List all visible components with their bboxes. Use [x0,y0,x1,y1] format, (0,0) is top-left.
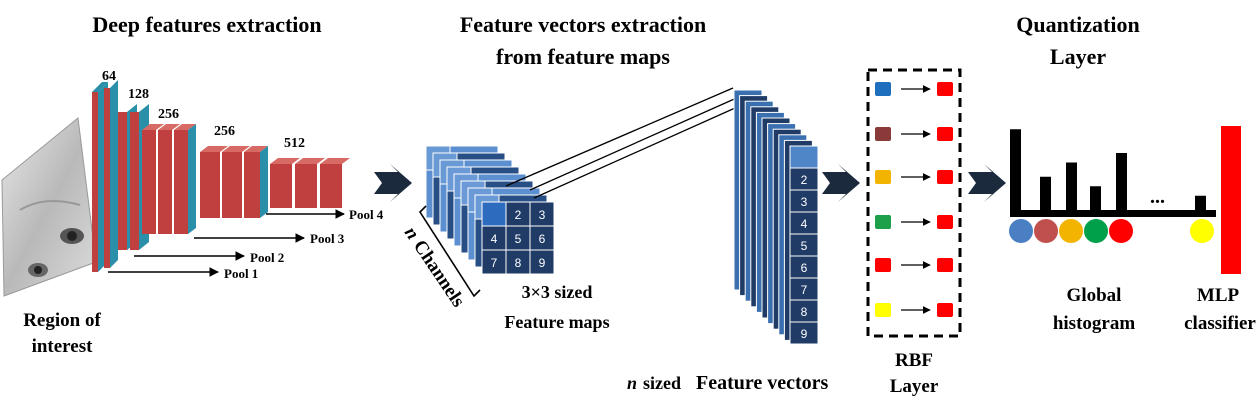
histogram-bin-dot [1109,219,1133,243]
pool1-label: Pool 1 [224,266,258,281]
rbf-layer-box [866,68,962,338]
roi-label-line2: interest [32,336,94,357]
channels-label-128: 128 [128,87,149,102]
rbf-rows [875,82,953,317]
feature-vector-cell-label: 5 [801,239,808,253]
feature-map-front: 2 3 4 5 6 7 8 9 [481,201,555,275]
rbf-output-square [937,170,953,184]
rbf-output-square [937,127,953,141]
rbf-output-square [937,258,953,272]
quantization-title-line2: Layer [1050,44,1106,69]
feature-vector-cell-label: 4 [801,217,808,231]
rbf-input-square [875,127,891,141]
region-of-interest-image [1,117,97,297]
channels-label-256a: 256 [158,107,179,122]
channels-bracket [418,205,481,298]
feature-vectors-title-line2: from feature maps [496,44,670,69]
map-cell-3: 3 [539,208,546,222]
vectors-caption-sized: sized [643,373,681,393]
channels-label-256b: 256 [214,124,235,139]
pool2-label: Pool 2 [250,250,284,265]
rbf-input-square [875,170,891,184]
feature-vector-cell [789,321,819,345]
histogram-baseline [1010,210,1216,217]
histogram-bin-dot [1009,219,1033,243]
pool-arrows [108,209,345,277]
map-cell-9: 9 [539,256,546,270]
map-cell-5: 5 [515,232,522,246]
mlp-label-line2: classifier [1184,313,1256,334]
histogram-bar [1040,176,1051,210]
histogram-bin-dot [1084,219,1108,243]
cnn-blocks [92,80,350,272]
map-cell-7: 7 [491,256,498,270]
feature-vectors-title-line1: Feature vectors extraction [460,12,706,37]
map-cell-4: 4 [491,232,498,246]
histogram-bin-dot [1034,219,1058,243]
feature-vector-front: 2 3 4 5 6 7 8 9 [789,145,819,345]
feature-vector-cell-label: 2 [801,173,808,187]
histogram-ellipsis: ... [1150,186,1165,208]
map-cell-8: 8 [515,256,522,270]
feature-vector-cell-label: 8 [801,305,808,319]
histogram-bar [1010,129,1021,210]
pool3-label: Pool 3 [310,231,345,246]
rbf-label-line1: RBF [895,350,933,371]
histogram-bar [1195,195,1206,210]
rbf-input-square [875,303,891,317]
channels-label-512: 512 [284,136,305,151]
histogram-bin-dot [1190,219,1214,243]
vectors-caption-rest: Feature vectors [696,372,829,394]
feature-vector-cell-label: 3 [801,195,808,209]
connector-lines [505,87,745,199]
rbf-input-square [875,258,891,272]
channels-label-64: 64 [102,69,116,84]
global-histogram [1009,129,1216,243]
rbf-output-square [937,303,953,317]
rbf-output-square [937,215,953,229]
roi-label-line1: Region of [23,310,101,331]
deep-features-title: Deep features extraction [92,12,321,37]
histogram-bar [1116,153,1127,210]
maps-caption-line1: 3×3 sized [522,282,593,302]
histogram-label-line1: Global [1067,285,1122,306]
feature-vector-cell-label: 9 [801,327,808,341]
rbf-label-line2: Layer [890,376,939,397]
vectors-caption-n: n [627,373,637,393]
feature-vector-cell-label: 7 [801,283,808,297]
rbf-output-square [937,82,953,96]
pool4-label: Pool 4 [349,207,384,222]
rbf-input-square [875,215,891,229]
flow-arrow-1 [374,164,412,202]
feature-vector-cell-label: 6 [801,261,808,275]
histogram-bar [1090,186,1101,210]
histogram-bar [1066,162,1077,210]
rbf-input-square [875,82,891,96]
histogram-label-line2: histogram [1053,313,1136,334]
map-cell-2: 2 [515,208,522,222]
map-cell-6: 6 [539,232,546,246]
maps-caption-line2: Feature maps [504,312,609,332]
mlp-label-line1: MLP [1197,285,1240,306]
quantization-title-line1: Quantization [1016,12,1139,37]
flow-arrow-3 [968,164,1006,202]
histogram-bin-dot [1059,219,1083,243]
mlp-classifier-bar [1221,126,1241,274]
flow-arrow-2 [822,164,860,202]
